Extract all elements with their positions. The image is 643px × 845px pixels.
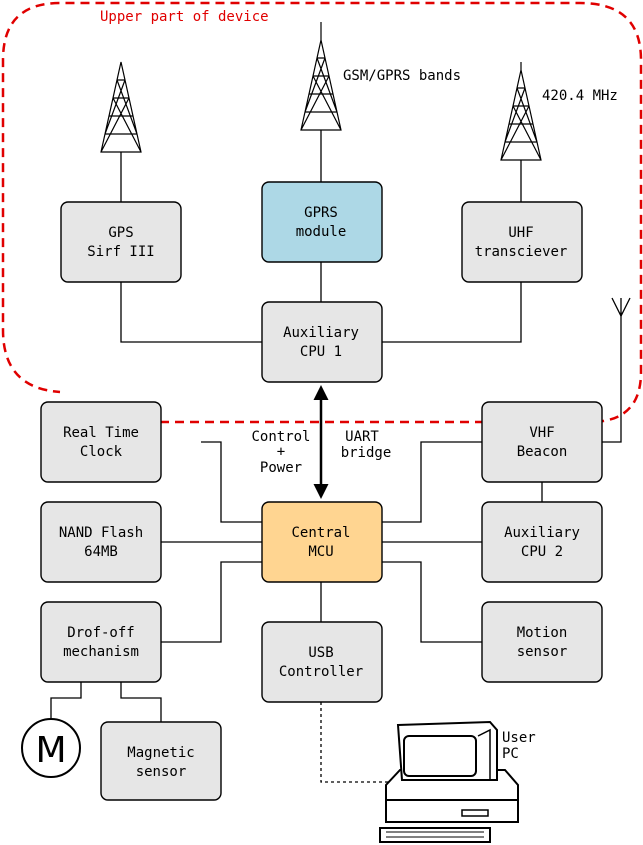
svg-text:bridge: bridge — [341, 445, 392, 461]
svg-text:mechanism: mechanism — [63, 644, 139, 660]
svg-text:64MB: 64MB — [84, 544, 118, 560]
svg-text:CPU 1: CPU 1 — [300, 344, 342, 360]
computer-icon — [379, 720, 519, 843]
svg-text:Magnetic: Magnetic — [127, 745, 194, 761]
antenna-icon — [100, 61, 142, 153]
auxiliary-cpu1-block: Auxiliary CPU 1 — [261, 301, 383, 383]
gsm-bands-label: GSM/GPRS bands — [343, 68, 461, 84]
user-pc-label: User PC — [502, 730, 536, 762]
svg-text:Real Time: Real Time — [63, 425, 139, 441]
svg-text:USB: USB — [308, 645, 333, 661]
nand-flash-block: NAND Flash 64MB — [40, 501, 162, 583]
svg-text:transciever: transciever — [475, 244, 568, 260]
uart-bridge-label: UART bridge — [341, 429, 392, 461]
antenna-icon — [500, 62, 542, 161]
svg-text:Sirf III: Sirf III — [87, 244, 154, 260]
antenna-icon — [300, 22, 342, 131]
connections — [50, 130, 631, 783]
svg-text:sensor: sensor — [136, 764, 187, 780]
svg-text:Clock: Clock — [80, 444, 123, 460]
svg-text:UART: UART — [345, 429, 379, 445]
svg-text:Drof-off: Drof-off — [67, 625, 134, 641]
svg-text:Beacon: Beacon — [517, 444, 568, 460]
dropoff-mechanism-block: Drof-off mechanism — [40, 601, 162, 683]
svg-text:CPU 2: CPU 2 — [521, 544, 563, 560]
motion-sensor-block: Motion sensor — [481, 601, 603, 683]
svg-text:Central: Central — [291, 525, 350, 541]
svg-text:UHF: UHF — [508, 225, 533, 241]
svg-text:Motion: Motion — [517, 625, 568, 641]
svg-text:Auxiliary: Auxiliary — [283, 325, 359, 341]
svg-text:+: + — [277, 444, 285, 460]
svg-text:sensor: sensor — [517, 644, 568, 660]
uhf-transceiver-block: UHF transciever — [461, 201, 583, 283]
upper-part-boundary — [1, 1, 643, 424]
real-time-clock-block: Real Time Clock — [40, 401, 162, 483]
svg-text:NAND Flash: NAND Flash — [59, 525, 143, 541]
uhf-frequency-label: 420.4 MHz — [542, 88, 618, 104]
svg-text:module: module — [296, 224, 347, 240]
usb-controller-block: USB Controller — [261, 621, 383, 703]
svg-text:Power: Power — [260, 460, 302, 476]
auxiliary-cpu2-block: Auxiliary CPU 2 — [481, 501, 603, 583]
svg-text:GPS: GPS — [108, 225, 133, 241]
svg-text:Controller: Controller — [279, 664, 363, 680]
magnetic-sensor-block: Magnetic sensor — [100, 721, 222, 801]
svg-text:Auxiliary: Auxiliary — [504, 525, 580, 541]
central-mcu-block: Central MCU — [261, 501, 383, 583]
motor-icon: M — [21, 718, 81, 778]
vhf-beacon-block: VHF Beacon — [481, 401, 603, 483]
svg-text:User: User — [502, 730, 536, 746]
svg-text:Control: Control — [251, 429, 310, 445]
svg-text:VHF: VHF — [529, 425, 554, 441]
svg-text:PC: PC — [502, 746, 519, 762]
svg-text:M: M — [35, 730, 66, 771]
svg-text:GPRS: GPRS — [304, 205, 338, 221]
gps-block: GPS Sirf III — [60, 201, 182, 283]
gprs-module-block: GPRS module — [261, 181, 383, 263]
svg-text:MCU: MCU — [308, 544, 333, 560]
control-power-label: Control + Power — [251, 429, 310, 476]
upper-part-label: Upper part of device — [100, 9, 269, 25]
